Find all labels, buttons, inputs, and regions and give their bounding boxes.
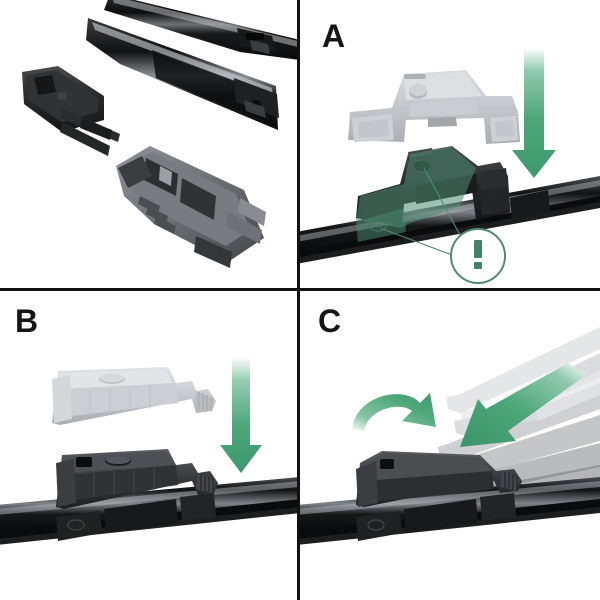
warning-callout-badge [450,228,506,284]
panel-divider-vertical [297,0,300,600]
adapter-ghost-above [348,70,520,144]
cover-cap-fitted [56,449,218,541]
step-c-illustration [300,327,600,545]
cover-cap-ghost-above [52,367,216,425]
wiper-arm-seated [356,451,522,541]
wiper-arm-hook-upper [104,0,297,60]
rotation-direction-arrow [352,393,436,431]
panel-parts-overview [0,0,297,288]
step-label-a: A [322,18,346,54]
panel-divider-horizontal [0,288,600,291]
parts-illustration [22,0,297,268]
step-label-b: B [15,303,39,339]
step-a-illustration [300,48,600,284]
main-adapter-bracket [116,146,266,268]
fold-down-direction-arrow [460,363,586,447]
panel-step-b: B [0,291,297,600]
insert-direction-arrow-down [220,357,262,473]
wiper-arm-hook-lower [86,18,279,130]
insert-direction-arrow-down [512,48,556,178]
panel-step-a: A [300,0,600,288]
panel-step-c: C [300,291,600,600]
step-b-illustration [0,357,297,545]
small-connector-clip [22,66,120,156]
step-label-c: C [318,303,342,339]
